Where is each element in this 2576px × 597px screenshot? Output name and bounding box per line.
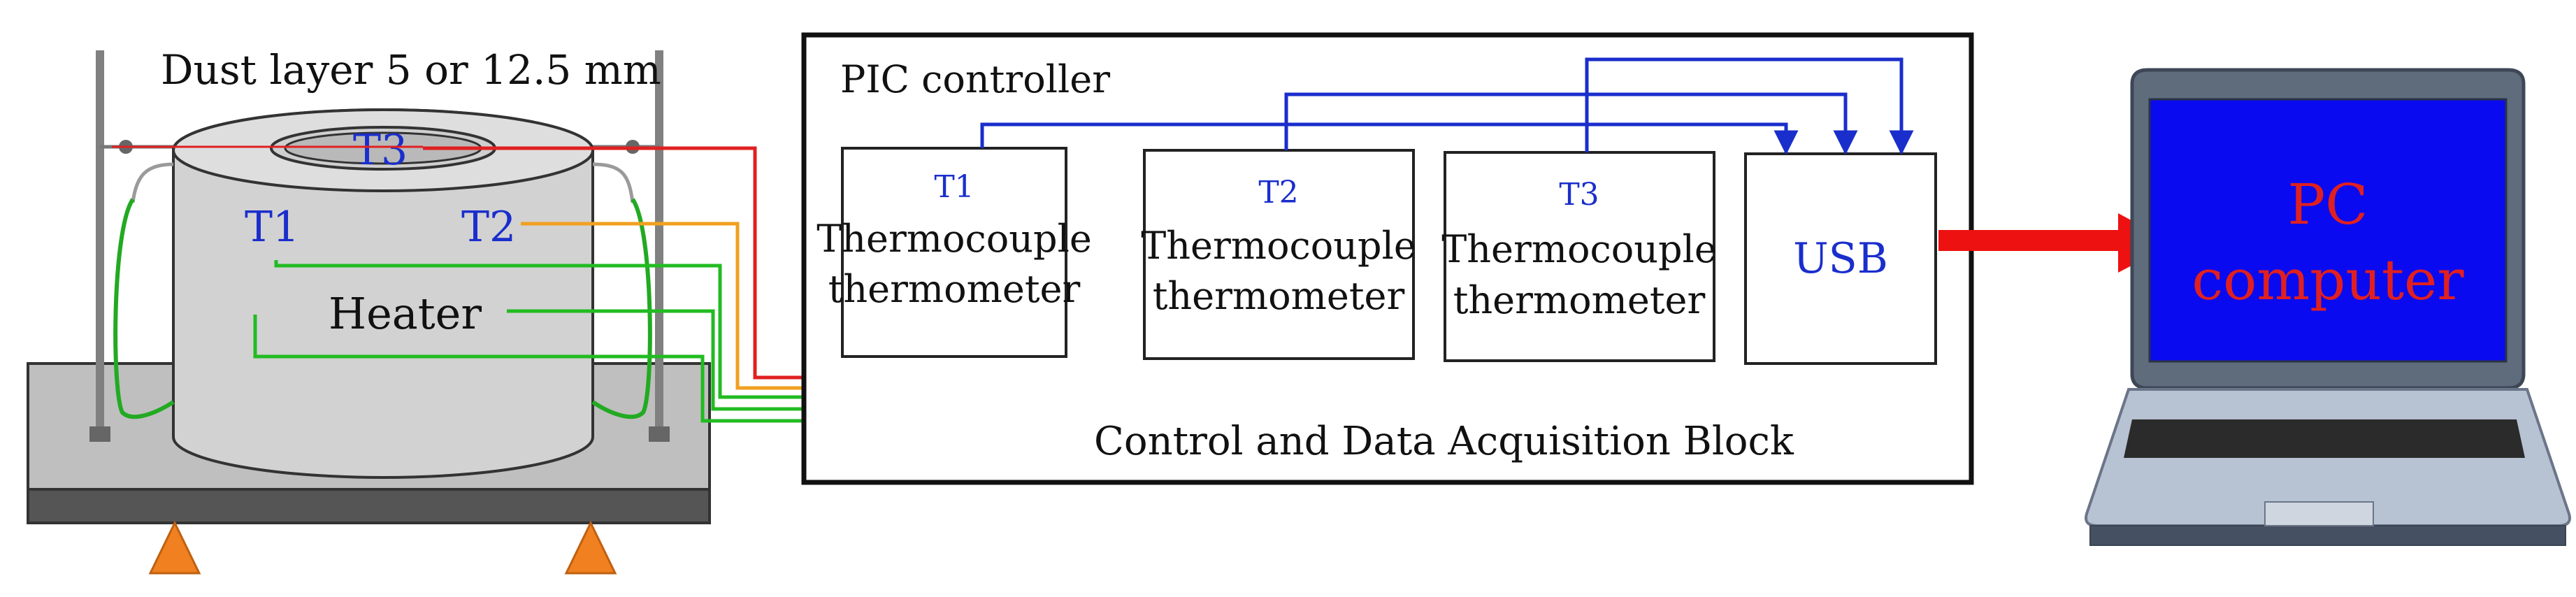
- module-1-line1: Thermocouple: [816, 217, 1092, 261]
- pc-laptop: PC computer: [2085, 68, 2571, 546]
- pc-label-line1: PC: [2287, 172, 2368, 237]
- heater-label: Heater: [329, 288, 482, 339]
- laptop-screen: [2148, 98, 2507, 363]
- t1-sensor-label: T1: [245, 203, 299, 252]
- module-3-box: [1444, 151, 1715, 362]
- laptop-keyboard: [2124, 419, 2525, 458]
- stand-clamp-right: [649, 426, 670, 442]
- thermocouple-module-2: T2 Thermocouple thermometer: [1141, 149, 1416, 360]
- dust-layer-label: Dust layer 5 or 12.5 mm: [161, 46, 661, 94]
- module-2-line1: Thermocouple: [1141, 224, 1416, 268]
- module-2-box: [1143, 149, 1415, 360]
- laptop-touchpad: [2264, 501, 2374, 526]
- pic-controller-label: PIC controller: [840, 57, 1110, 101]
- usb-module: USB: [1744, 152, 1937, 365]
- test-rig: Dust layer 5 or 12.5 mm Heater T1 T2 T3: [27, 46, 711, 575]
- heater-power-loop-right: [591, 198, 652, 419]
- module-1-box: [841, 147, 1067, 358]
- t3-sensor-label: T3: [353, 126, 408, 175]
- thermocouple-module-1: T1 Thermocouple thermometer: [816, 147, 1092, 358]
- heater-power-loop-left: [113, 198, 175, 419]
- module-3-sensor: T3: [1559, 177, 1599, 213]
- cable-left-grey: [131, 162, 174, 203]
- foot-right: [564, 520, 617, 575]
- thermocouple-module-3: T3 Thermocouple thermometer: [1441, 151, 1717, 362]
- module-2-line2: thermometer: [1153, 274, 1405, 318]
- daq-block-label: Control and Data Acquisition Block: [1094, 419, 1794, 464]
- module-1-line2: thermometer: [828, 267, 1081, 311]
- platform-base: [27, 488, 711, 524]
- cable-right-grey: [592, 162, 635, 203]
- module-2-sensor: T2: [1258, 175, 1298, 210]
- signal-bus-t2: [1284, 92, 1858, 155]
- stand-rod-right: [655, 50, 663, 433]
- t2-sensor-label: T2: [461, 203, 516, 252]
- foot-left: [148, 520, 201, 575]
- pc-label-line2: computer: [2192, 247, 2464, 312]
- module-1-sensor: T1: [934, 169, 974, 205]
- usb-box: [1744, 152, 1937, 365]
- stand-clamp-left: [89, 426, 110, 442]
- module-3-line1: Thermocouple: [1441, 227, 1717, 271]
- stand-rod-left: [96, 50, 104, 433]
- daq-block: PIC controller Control and Data Acquisit…: [801, 32, 1974, 485]
- signal-bus-t3: [1585, 57, 1914, 155]
- module-3-line2: thermometer: [1453, 278, 1706, 322]
- usb-label: USB: [1793, 234, 1888, 283]
- signal-bus-t1: [980, 122, 1799, 155]
- laptop-front-edge: [2089, 525, 2566, 546]
